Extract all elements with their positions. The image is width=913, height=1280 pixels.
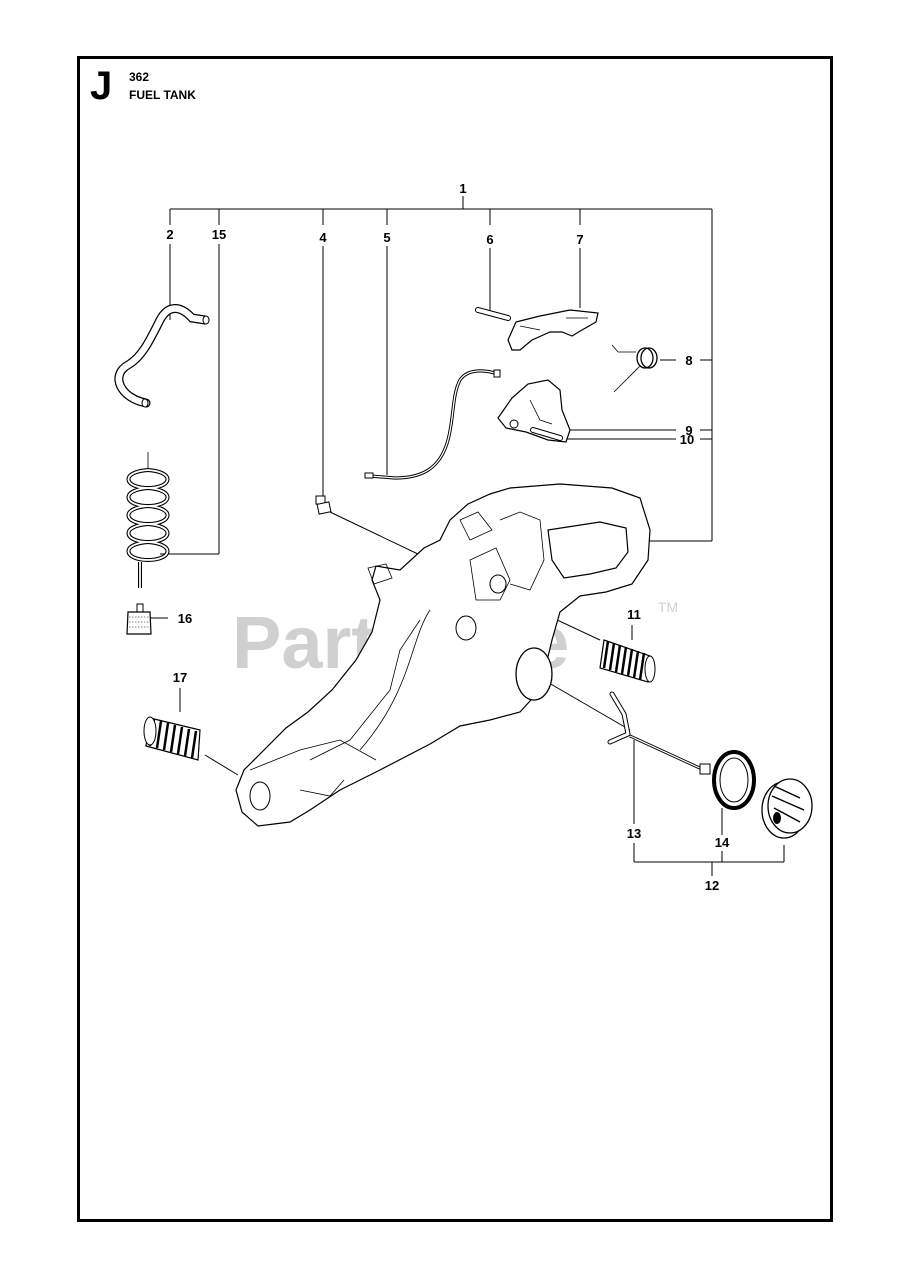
seal-ring-part: [712, 750, 756, 810]
coil-spring-part: [126, 452, 170, 588]
leader-lines: [150, 196, 785, 876]
callout-13: 13: [627, 826, 641, 841]
fuel-hose-part: [114, 304, 210, 408]
av-spring-left-part: [143, 716, 201, 761]
callout-6: 6: [486, 232, 493, 247]
throttle-trigger-part: [497, 379, 571, 443]
pin-part: [475, 307, 511, 321]
callout-16: 16: [178, 611, 192, 626]
callout-14: 14: [715, 835, 730, 850]
callout-17: 17: [173, 670, 187, 685]
callout-2: 2: [166, 227, 173, 242]
cap-strap-part: [607, 691, 711, 775]
throttle-cable-part: [364, 369, 501, 480]
callout-10: 10: [680, 432, 694, 447]
callout-8: 8: [685, 353, 692, 368]
model-number: 362: [129, 70, 150, 84]
section-letter: J: [90, 64, 113, 108]
callout-11: 11: [627, 607, 641, 622]
fuel-cap-part: [761, 778, 813, 839]
callout-4: 4: [319, 230, 327, 245]
callout-12: 12: [705, 878, 719, 893]
page-border: [77, 56, 833, 1222]
av-spring-right-part: [599, 639, 656, 683]
fuel-filter-part: [126, 603, 152, 635]
callout-9: 9: [685, 423, 692, 438]
callout-7: 7: [576, 232, 583, 247]
section-title: FUEL TANK: [129, 88, 196, 102]
fuel-tank-body-part: [235, 483, 651, 827]
throttle-lockout-part: [507, 309, 599, 351]
callout-labels: 1 2 15 4 5 6 7 8 9 10 11 16 17 13 14 12: [166, 181, 730, 893]
watermark-trademark: TM: [658, 599, 678, 615]
tank-vent-part: [315, 495, 332, 515]
torsion-spring-part: [611, 344, 658, 393]
callout-1: 1: [459, 181, 466, 196]
callout-5: 5: [383, 230, 390, 245]
callout-15: 15: [212, 227, 226, 242]
trigger-pin-part: [530, 427, 563, 441]
